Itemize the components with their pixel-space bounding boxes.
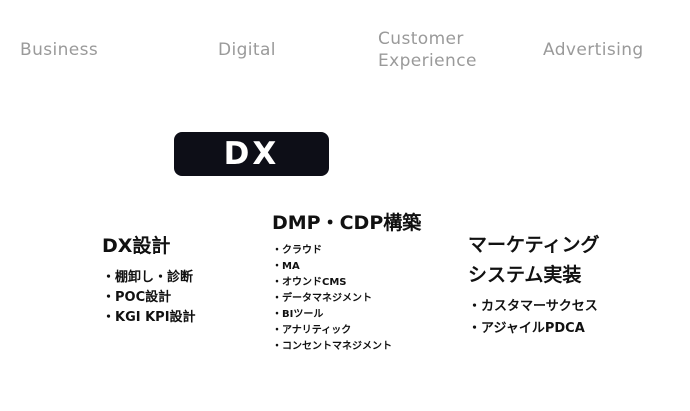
column-title: DMP・CDP構築 xyxy=(272,211,421,235)
column-title-line: マーケティング xyxy=(468,234,600,256)
dx-badge: DX xyxy=(174,132,329,176)
column-dmp-cdp: DMP・CDP構築 ・クラウド ・MA ・オウンドCMS ・データマネジメント … xyxy=(272,211,421,355)
list-item: ・アナリティック xyxy=(272,325,352,336)
column-list: ・クラウド ・MA ・オウンドCMS ・データマネジメント ・BIツール ・アナ… xyxy=(272,243,421,355)
list-item: ・BIツール xyxy=(272,309,324,320)
list-item: ・クラウド xyxy=(272,245,322,256)
list-item: ・POC設計 xyxy=(102,290,172,305)
column-marketing-system: マーケティング システム実装 ・カスタマーサクセス ・アジャイルPDCA xyxy=(468,230,599,340)
list-item: ・MA xyxy=(272,261,300,272)
nav-advertising[interactable]: Advertising xyxy=(543,40,644,60)
list-item: ・コンセントマネジメント xyxy=(272,341,392,352)
column-dx-design: DX設計 ・棚卸し・診断 ・POC設計 ・KGI KPI設計 xyxy=(102,234,196,328)
list-item: ・アジャイルPDCA xyxy=(468,321,585,336)
column-list: ・棚卸し・診断 ・POC設計 ・KGI KPI設計 xyxy=(102,268,196,328)
top-nav: Business Digital Customer Experience Adv… xyxy=(0,0,690,90)
nav-customer-experience[interactable]: Customer Experience xyxy=(378,28,477,72)
list-item: ・オウンドCMS xyxy=(272,277,347,288)
column-title: マーケティング システム実装 xyxy=(468,230,599,290)
column-list: ・カスタマーサクセス ・アジャイルPDCA xyxy=(468,296,599,340)
nav-customer-experience-line-1: Customer xyxy=(378,29,464,49)
column-title-line: DX設計 xyxy=(102,235,171,257)
column-title-line: システム実装 xyxy=(468,264,582,286)
nav-business[interactable]: Business xyxy=(20,40,99,60)
list-item: ・カスタマーサクセス xyxy=(468,299,598,314)
list-item: ・棚卸し・診断 xyxy=(102,270,194,285)
list-item: ・KGI KPI設計 xyxy=(102,310,196,325)
column-title-line: DMP・CDP構築 xyxy=(272,212,422,234)
nav-digital[interactable]: Digital xyxy=(218,40,276,60)
list-item: ・データマネジメント xyxy=(272,293,372,304)
nav-customer-experience-line-2: Experience xyxy=(378,51,477,71)
column-title: DX設計 xyxy=(102,234,196,258)
